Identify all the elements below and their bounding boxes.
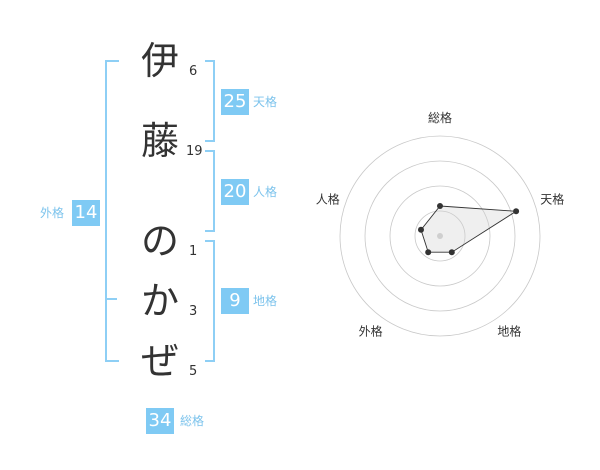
jinkaku-bracket: [205, 150, 215, 232]
name-char-1: 伊: [140, 39, 179, 83]
radar-point-3: [448, 249, 455, 256]
chikaku-value-badge: 9: [221, 288, 249, 314]
radar-grid-ring-1: [414, 210, 466, 262]
chikaku-label: 地格: [253, 294, 278, 308]
name-char-5: ぜ: [140, 339, 179, 383]
gaikaku-bracket: [105, 60, 119, 362]
tenkaku-label: 天格: [253, 95, 278, 109]
radar-axis-label-3: 地格: [497, 324, 521, 339]
radar-series-polygon: [420, 205, 518, 253]
radar-axis-label-2: 天格: [540, 192, 564, 207]
soukaku-label: 総格: [180, 414, 205, 428]
radar-axis-label-5: 人格: [316, 192, 340, 207]
radar-axis-label-4: 外格: [359, 324, 383, 339]
radar-axis-label-1: 総格: [428, 110, 452, 125]
stroke-count-1: 6: [189, 64, 198, 79]
radar-point-1: [437, 203, 443, 209]
radar-point-5: [418, 226, 424, 233]
jinkaku-value-badge: 20: [221, 179, 249, 205]
radar-grid-ring-4: [339, 135, 541, 337]
radar-center: [437, 233, 443, 239]
soukaku-value-badge: 34: [146, 408, 174, 434]
stroke-count-2: 19: [186, 144, 203, 159]
name-char-3: の: [140, 219, 179, 263]
radar-point-2: [513, 208, 520, 215]
name-char-2: 藤: [140, 119, 179, 163]
tenkaku-bracket: [205, 60, 215, 142]
stroke-count-5: 5: [189, 364, 198, 379]
tenkaku-value-badge: 25: [221, 89, 249, 115]
jinkaku-label: 人格: [253, 185, 278, 199]
radar-grid-ring-2: [389, 185, 491, 287]
radar-point-4: [425, 249, 432, 256]
gaikaku-value-badge: 14: [72, 200, 100, 226]
radar-grid-ring-3: [364, 160, 516, 312]
gaikaku-bracket-divider: [107, 298, 117, 300]
stroke-count-3: 1: [189, 244, 198, 259]
name-char-4: か: [140, 279, 179, 323]
stroke-count-4: 3: [189, 304, 198, 319]
chikaku-bracket: [205, 240, 215, 362]
gaikaku-label: 外格: [40, 206, 65, 220]
